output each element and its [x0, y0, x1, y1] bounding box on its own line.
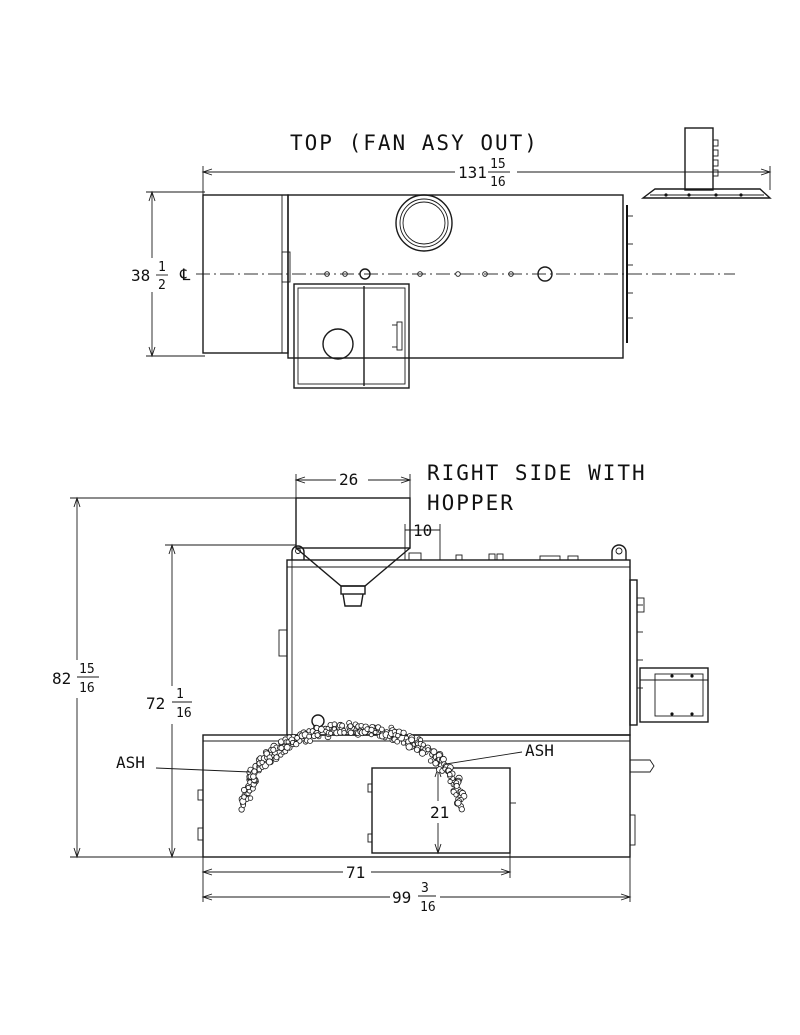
ash-particle	[283, 743, 291, 751]
top-length-dimension: 131 15 16	[201, 157, 772, 196]
ash-particle	[307, 738, 314, 744]
ash-particle	[408, 736, 415, 744]
boiler-body	[278, 544, 631, 736]
top-width-whole: 38	[131, 266, 150, 285]
ash-particle	[314, 732, 321, 739]
ash-particle	[378, 726, 385, 733]
ash-particle	[432, 760, 439, 767]
ash-particle	[427, 758, 434, 764]
top-view-title: TOP (FAN ASY OUT)	[290, 131, 539, 155]
body-height-num: 1	[176, 687, 184, 702]
ash-particle	[418, 749, 426, 757]
overall-height-num: 15	[79, 662, 95, 677]
ash-label-left: ASH	[116, 753, 145, 772]
base-length-dimension: 71	[201, 853, 512, 902]
hopper-width-dimension: 26	[294, 469, 412, 500]
body-height-den: 16	[176, 706, 192, 721]
ash-particle	[250, 773, 257, 780]
ash-particle	[430, 748, 438, 756]
body-height-dimension: 72 1 16	[144, 543, 296, 859]
ash-particle	[251, 768, 258, 775]
top-length-whole: 131	[458, 163, 487, 182]
ash-particle	[259, 759, 265, 766]
top-length-den: 16	[490, 175, 506, 190]
ash-particle	[395, 732, 401, 739]
hopper-offset-value: 10	[413, 521, 432, 540]
ash-particle	[241, 794, 247, 800]
top-width-num: 1	[158, 260, 166, 275]
ash-particle	[458, 806, 465, 813]
ash-particle	[339, 722, 346, 729]
ash-particle	[247, 795, 254, 801]
ash-particle	[400, 729, 407, 736]
side-rear-flange	[629, 579, 645, 726]
ash-particle	[368, 726, 375, 733]
ash-particle	[413, 746, 421, 753]
ash-particle	[341, 730, 347, 736]
overall-height-den: 16	[79, 681, 95, 696]
side-view-title-line1: RIGHT SIDE WITH	[427, 461, 647, 485]
ash-particle	[265, 758, 273, 766]
side-length-den: 16	[420, 900, 436, 915]
centerline-symbol: ℄	[179, 265, 191, 284]
fan-assembly	[640, 127, 772, 199]
main-shell-top	[287, 194, 624, 359]
ash-particle	[447, 778, 453, 785]
ash-particle	[245, 784, 251, 791]
side-view-title-line2: HOPPER	[427, 491, 515, 515]
rear-flange	[626, 205, 633, 343]
ash-particle	[447, 771, 453, 778]
overall-height-dimension: 82 15 16	[50, 496, 296, 859]
ash-particle	[347, 723, 354, 730]
top-length-num: 15	[490, 157, 506, 172]
hopper-width-value: 26	[339, 470, 358, 489]
ash-label-right: ASH	[525, 741, 554, 760]
side-length-dimension: 99 3 16	[201, 857, 632, 917]
side-length-num: 3	[421, 881, 429, 896]
ash-particle	[394, 738, 401, 745]
top-width-dimension: 38 1 2 ℄	[130, 190, 205, 358]
ash-particle	[273, 754, 280, 761]
ash-particle	[347, 729, 354, 736]
round-port	[395, 194, 453, 252]
ash-particle	[453, 792, 459, 798]
ash-particle	[328, 730, 334, 736]
ash-particle	[278, 745, 285, 752]
ash-particle	[368, 732, 374, 738]
centerline-holes	[324, 266, 553, 282]
overall-height-whole: 82	[52, 669, 71, 688]
ash-particle	[453, 782, 460, 789]
ash-leaders: ASH ASH	[116, 741, 554, 773]
ash-particle	[306, 733, 312, 740]
hopper-offset-dimension: 10	[404, 521, 441, 560]
top-width-den: 2	[158, 278, 166, 293]
base-length-value: 71	[346, 863, 365, 882]
door-height-value: 21	[430, 803, 449, 822]
ash-particle	[454, 799, 462, 807]
ash-particle	[372, 730, 378, 735]
ash-pile	[238, 720, 468, 813]
ash-particle	[425, 747, 431, 753]
right-side-view: RIGHT SIDE WITH HOPPER 26 10 8	[50, 461, 709, 917]
top-view: TOP (FAN ASY OUT) 131 15 16 38 1 2	[130, 127, 772, 389]
door-height-dimension: 21	[428, 766, 452, 855]
ash-particle	[420, 742, 426, 748]
hopper	[295, 497, 411, 607]
ash-particle	[405, 743, 413, 751]
ash-door-box	[293, 283, 410, 389]
side-length-whole: 99	[392, 888, 411, 907]
ash-particle	[331, 721, 338, 727]
side-fan-assembly	[639, 667, 709, 723]
body-height-whole: 72	[146, 694, 165, 713]
ash-particle	[270, 746, 277, 753]
ash-particle	[293, 741, 300, 748]
